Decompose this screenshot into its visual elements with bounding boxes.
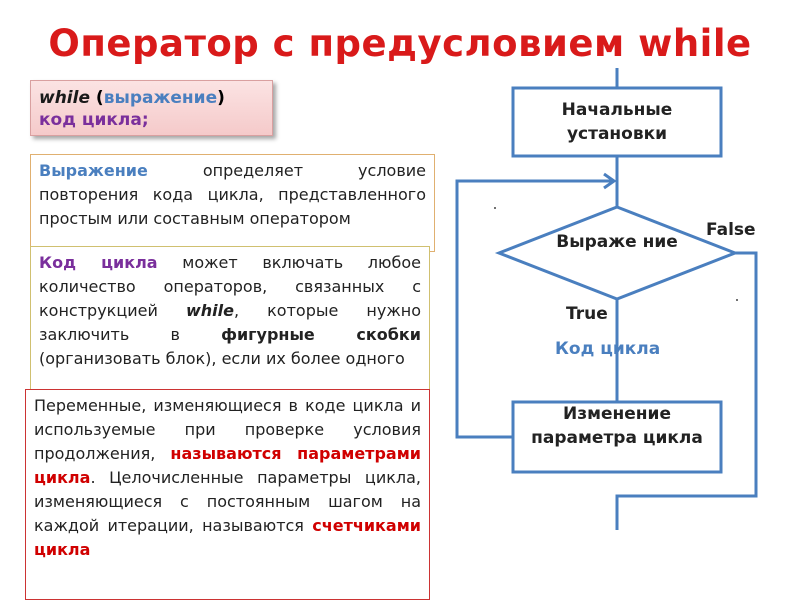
syntax-body: код цикла; xyxy=(39,110,149,130)
loop-body-braces-term: фигурные скобки xyxy=(221,325,422,344)
syntax-close-paren: ) xyxy=(217,88,225,108)
flow-loop-back-line xyxy=(455,179,613,439)
loop-body-label: Код цикла xyxy=(555,339,661,359)
loop-body-text-2: , которые нужно заключить в xyxy=(39,301,422,344)
loop-body-text-3: (организовать блок), если их более одног… xyxy=(39,349,405,368)
condition-label: Выраже ние xyxy=(556,232,678,252)
syntax-open-paren: ( xyxy=(90,88,104,108)
loop-body-description-panel: Код цикла может включать любое количеств… xyxy=(30,246,430,394)
expression-text: определяет условие повторения кода цикла… xyxy=(39,161,426,228)
update-block xyxy=(511,400,723,474)
parameters-text-1: Переменные, изменяющиеся в коде цикла и … xyxy=(34,396,421,463)
syntax-expression: выражение xyxy=(103,88,218,108)
loop-back-arrowhead xyxy=(603,172,617,190)
true-label: True xyxy=(566,304,608,324)
decor-dot xyxy=(736,299,738,301)
update-block-label: Изменение параметра цикла xyxy=(531,404,703,448)
parameters-text-2: . Целочисленные параметры цикла, изменяю… xyxy=(34,468,421,535)
expression-description-panel: Выражение определяет условие повторения … xyxy=(30,154,435,252)
syntax-box: while (выражение) код цикла; xyxy=(30,80,273,136)
flow-false-exit-line xyxy=(615,251,758,530)
parameters-description-panel: Переменные, изменяющиеся в коде цикла и … xyxy=(25,389,430,600)
false-label: False xyxy=(706,220,756,240)
while-keyword: while xyxy=(39,88,90,108)
init-block xyxy=(511,86,723,158)
loop-body-term: Код цикла xyxy=(39,253,158,272)
page-title: Оператор с предусловием while xyxy=(48,22,752,65)
counters-term: счетчиками цикла xyxy=(34,516,421,559)
expression-term: Выражение xyxy=(39,161,148,180)
parameters-term: называются параметрами цикла xyxy=(34,444,421,487)
init-block-label: Начальные установки xyxy=(561,100,673,144)
loop-body-text-1: может включать любое количество оператор… xyxy=(39,253,422,320)
loop-body-while-keyword: while xyxy=(185,301,234,320)
decor-dot xyxy=(494,207,496,209)
syntax-line-1: while (выражение) xyxy=(39,87,264,109)
